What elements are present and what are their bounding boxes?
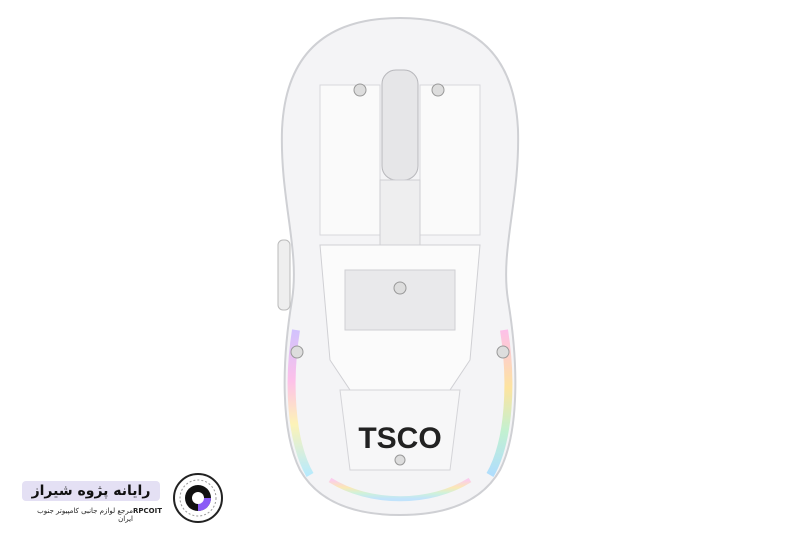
watermark-code: RPCOIT [133, 507, 162, 515]
watermark-subtitle-row: RPCOIT مرجع لوازم جانبی کامپیوتر جنوب ای… [22, 507, 162, 523]
watermark-subtitle: مرجع لوازم جانبی کامپیوتر جنوب ایران [37, 507, 133, 523]
brand-logo: TSCO [358, 422, 441, 455]
watermark-title: رایانه پژوه شیراز [22, 481, 160, 501]
company-emblem-icon [173, 473, 223, 523]
scroll-wheel [381, 69, 419, 181]
